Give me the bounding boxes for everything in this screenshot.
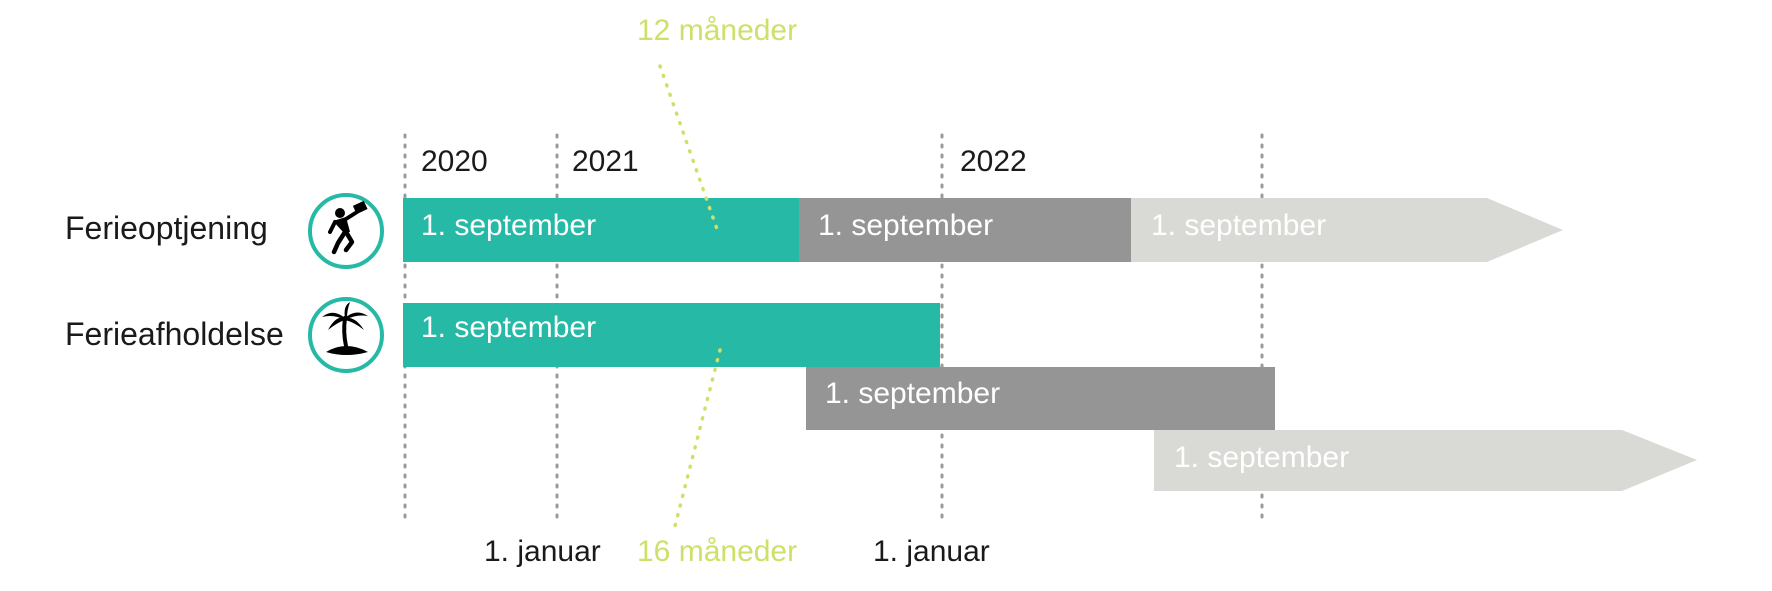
bar-afholdelse-3: [1154, 430, 1697, 491]
year-label-2022: 2022: [960, 145, 1027, 178]
person-working-icon: [308, 193, 384, 269]
annotation-bottom-label: 16 måneder: [637, 535, 798, 568]
year-label-2020: 2020: [421, 145, 488, 178]
bar-optjening-3: [1131, 198, 1563, 262]
bar-afholdelse-1: [403, 303, 940, 367]
bar-label-optjening-2: 1. september: [818, 209, 994, 242]
annotation-top-label: 12 måneder: [637, 14, 798, 47]
row-label-ferieoptjening: Ferieoptjening: [65, 210, 268, 246]
bar-label-afholdelse-1: 1. september: [421, 311, 597, 344]
bottom-label-januar-2: 1. januar: [873, 535, 990, 568]
annotation-bottom-leader: [673, 348, 722, 528]
bar-label-optjening-1: 1. september: [421, 209, 597, 242]
bar-label-afholdelse-2: 1. september: [825, 377, 1001, 410]
bar-label-afholdelse-3: 1. september: [1174, 441, 1350, 474]
annotation-top-leader: [658, 64, 720, 234]
bar-optjening-2: [799, 198, 1131, 262]
bottom-label-januar-1: 1. januar: [484, 535, 601, 568]
bar-label-optjening-3: 1. september: [1151, 209, 1327, 242]
bar-optjening-1: [403, 198, 799, 262]
year-label-2021: 2021: [572, 145, 639, 178]
row-label-ferieafholdelse: Ferieafholdelse: [65, 316, 284, 352]
palm-island-icon: [308, 297, 384, 373]
bar-afholdelse-2: [806, 367, 1275, 430]
